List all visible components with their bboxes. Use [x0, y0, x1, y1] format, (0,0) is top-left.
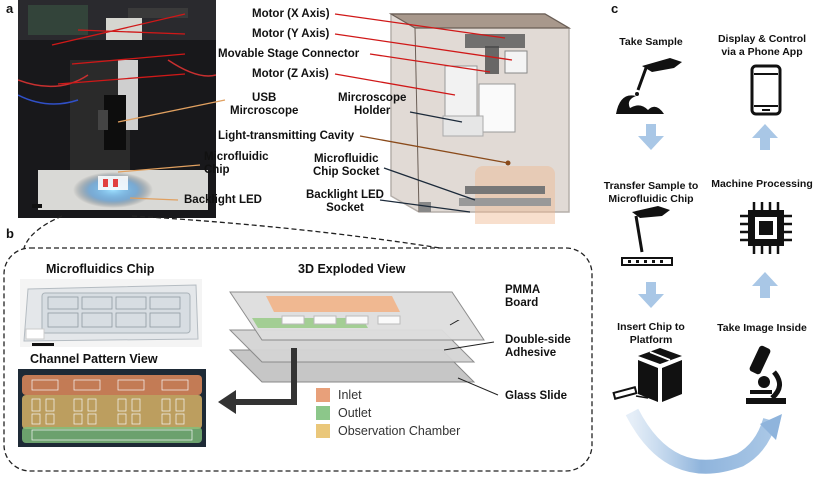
legend-observation-swatch [316, 424, 330, 438]
panel-a-leader-lines [51, 13, 513, 213]
label-microscope-holder-line1: Mircroscope [338, 92, 407, 104]
label-motor-x: Motor (X Axis) [252, 8, 330, 20]
chip-photo [20, 279, 202, 347]
label-microscope-holder-line2: Holder [353, 105, 391, 117]
legend-observation-label: Observation Chamber [338, 424, 461, 438]
title-microfluidics-chip: Microfluidics Chip [46, 262, 155, 276]
label-movable-stage-connector: Movable Stage Connector [218, 48, 360, 60]
label-backlight-socket-line2: Socket [326, 202, 364, 214]
legend-outlet-label: Outlet [338, 406, 372, 420]
label-glass-slide: Glass Slide [505, 390, 568, 402]
step-transfer-sample: Transfer Sample to Microfluidic Chip [598, 180, 704, 205]
panel-b-frame [3, 215, 593, 472]
title-channel-pattern-view: Channel Pattern View [30, 352, 158, 366]
panel-letter-a: a [6, 1, 14, 16]
step-transfer-line2: Microfluidic Chip [608, 192, 694, 205]
label-adhesive-line1: Double-side [505, 334, 571, 346]
box-chip-icon [612, 348, 682, 402]
label-backlight-socket-line1: Backlight LED [306, 189, 384, 201]
smartphone-icon [750, 64, 782, 116]
label-usb-microscope-line1: USB [252, 92, 277, 104]
step-display-line1: Display & Control [717, 33, 807, 45]
label-microscope-holder: Mircroscope Holder [338, 92, 406, 118]
panel-c-arrows [625, 124, 782, 474]
legend-inlet-label: Inlet [338, 388, 362, 402]
label-double-side-adhesive: Double-side Adhesive [505, 334, 571, 360]
step-insert-line2: Platform [629, 333, 673, 346]
step-take-image: Take Image Inside [717, 322, 807, 334]
legend-observation-chamber: Observation Chamber [316, 424, 460, 438]
legend-inlet: Inlet [316, 388, 362, 402]
processor-chip-icon [740, 202, 792, 254]
step-machine-processing: Machine Processing [711, 178, 813, 190]
title-3d-exploded-view: 3D Exploded View [298, 262, 406, 276]
label-usb-microscope-line2: Mircroscope [230, 105, 299, 117]
legend-outlet: Outlet [316, 406, 371, 420]
legend-outlet-swatch [316, 406, 330, 420]
label-pmma-board: PMMA Board [505, 284, 540, 310]
label-chip-socket-line1: Microfluidic [313, 153, 379, 165]
label-backlight-led: Backlight LED [184, 194, 262, 206]
label-backlight-socket: Backlight LED Socket [306, 189, 384, 215]
label-usb-microscope: USB Mircroscope [230, 92, 298, 118]
label-pmma-line1: PMMA [505, 284, 541, 296]
layer-leader-lines [218, 320, 499, 414]
hand-dropper-chip-icon [621, 206, 673, 266]
legend-inlet-swatch [316, 388, 330, 402]
step-insert-line1: Insert Chip to [617, 321, 685, 333]
label-motor-z: Motor (Z Axis) [252, 68, 329, 80]
device-photo [18, 0, 216, 218]
hand-dropper-wave-icon [616, 58, 682, 114]
step-take-sample: Take Sample [619, 36, 683, 48]
step-display-control: Display & Control via a Phone App [710, 33, 814, 58]
device-photo-illustration [18, 0, 216, 218]
label-chip-socket: Microfluidic Chip Socket [313, 153, 379, 179]
panel-letter-b: b [6, 226, 14, 241]
microscope-icon [746, 345, 786, 404]
label-microfluidic-chip: Microfluidic Chip [204, 151, 269, 177]
label-microfluidic-chip-line1: Microfluidic [204, 151, 269, 163]
label-motor-y: Motor (Y Axis) [252, 28, 330, 40]
panel-letter-c: c [611, 1, 619, 16]
label-light-cavity: Light-transmitting Cavity [218, 130, 355, 142]
step-display-line2: via a Phone App [721, 45, 803, 58]
channel-pattern-image [18, 369, 206, 447]
label-pmma-line2: Board [505, 297, 539, 309]
label-microfluidic-chip-line2: Chip [204, 164, 230, 176]
step-transfer-line1: Transfer Sample to [603, 180, 699, 192]
label-chip-socket-line2: Chip Socket [313, 166, 380, 178]
step-insert-chip: Insert Chip to Platform [606, 321, 696, 346]
label-adhesive-line2: Adhesive [505, 347, 557, 359]
